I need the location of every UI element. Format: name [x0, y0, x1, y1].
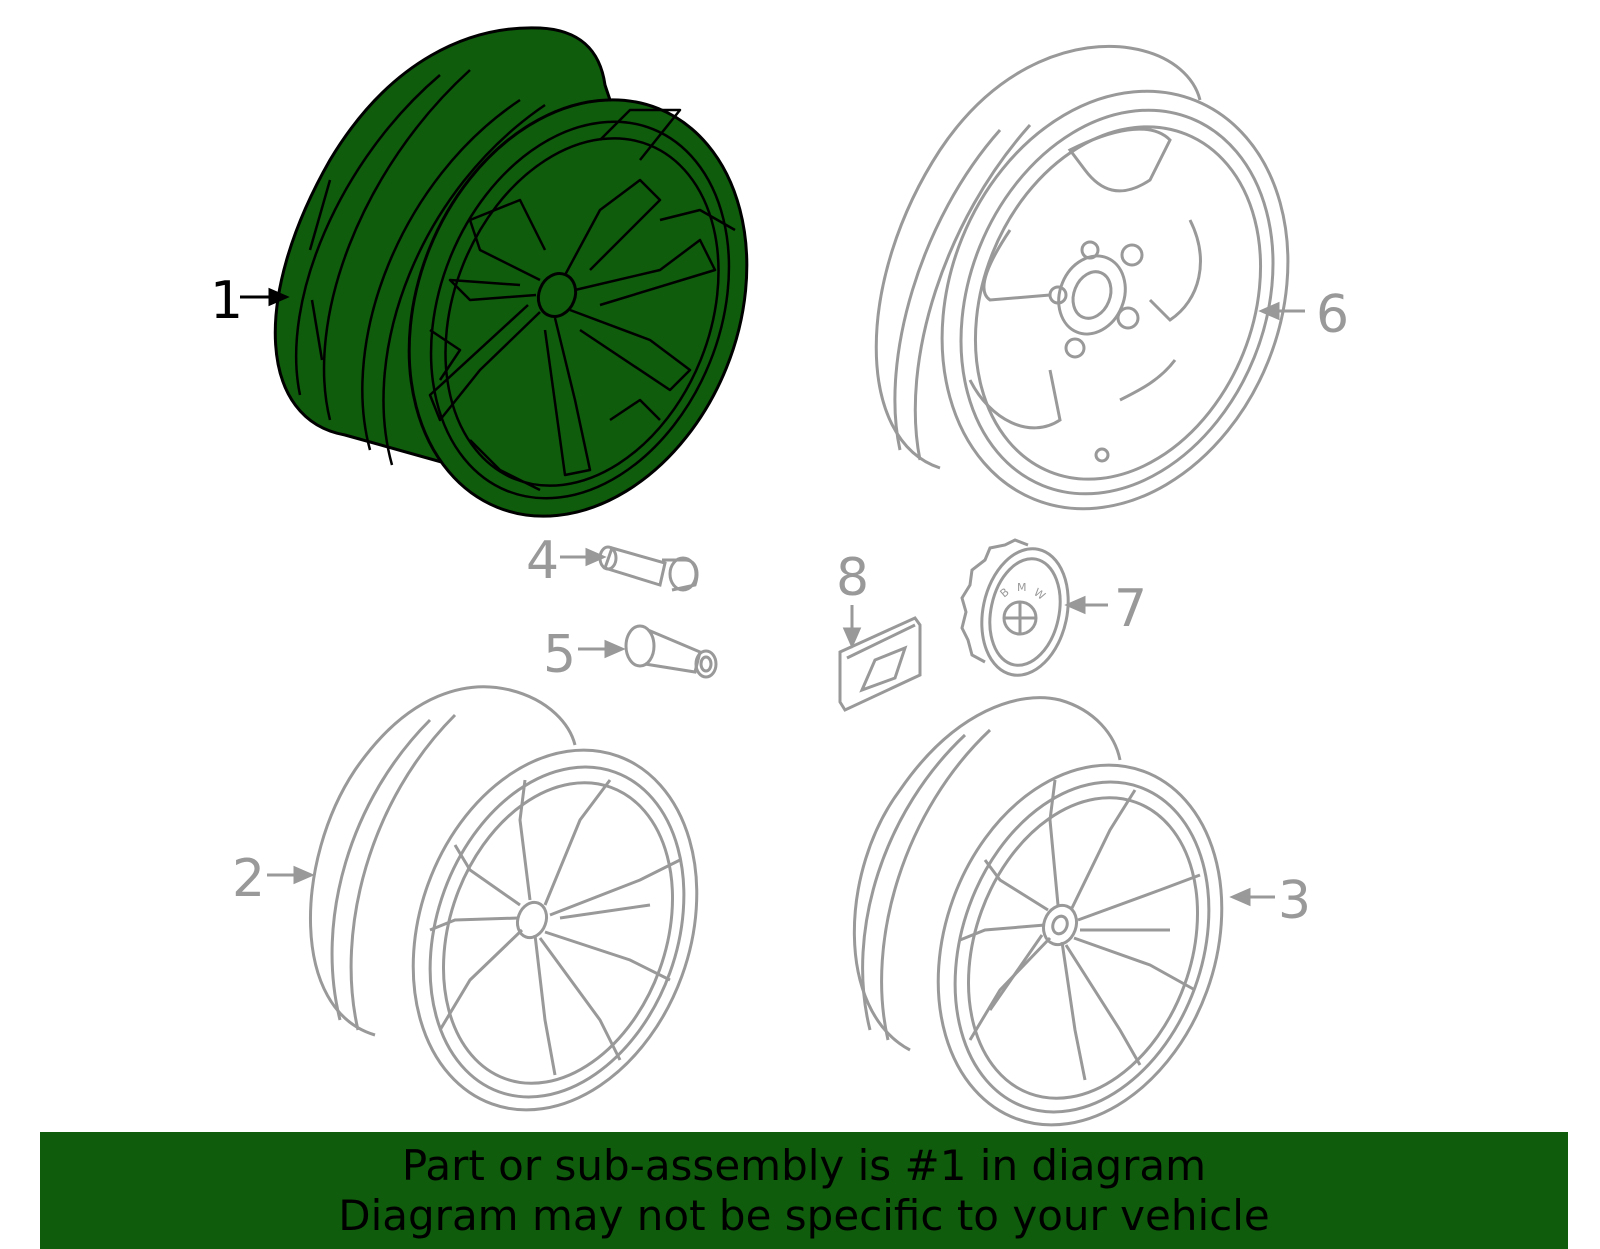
emblem-letter-w: W [1031, 586, 1047, 603]
arrow-3 [1229, 887, 1275, 907]
part-1-wheel-highlighted[interactable] [273, 26, 807, 567]
part-4-wheel-bolt[interactable] [598, 545, 699, 592]
part-5-valve-stem[interactable] [624, 624, 718, 679]
arrow-4 [560, 547, 607, 567]
callout-6: 6 [1316, 285, 1349, 345]
banner-line-1: Part or sub-assembly is #1 in diagram [401, 1140, 1207, 1190]
callout-4: 4 [526, 531, 559, 591]
callout-2: 2 [232, 849, 265, 909]
emblem-letter-b: B [998, 585, 1012, 600]
callout-5: 5 [543, 625, 576, 685]
part-8-label[interactable] [838, 616, 922, 712]
part-7-center-cap[interactable]: B M W [960, 538, 1079, 683]
part-6-wheel[interactable] [874, 39, 1348, 561]
arrow-8 [842, 605, 862, 649]
banner-line-2: Diagram may not be specific to your vehi… [338, 1190, 1270, 1240]
callout-1: 1 [210, 271, 243, 331]
part-3-wheel[interactable] [852, 696, 1270, 1165]
leader-arrows [240, 287, 1305, 907]
arrow-6 [1258, 301, 1305, 321]
callout-7: 7 [1114, 579, 1147, 639]
callout-3: 3 [1278, 871, 1311, 931]
info-banner: Part or sub-assembly is #1 in diagram Di… [40, 1132, 1568, 1249]
part-2-wheel[interactable] [308, 685, 745, 1150]
callout-8: 8 [836, 548, 869, 608]
arrow-7 [1064, 595, 1108, 615]
arrow-2 [267, 865, 315, 885]
arrow-1 [240, 287, 290, 307]
emblem-letter-m: M [1017, 581, 1027, 594]
arrow-5 [578, 639, 626, 659]
